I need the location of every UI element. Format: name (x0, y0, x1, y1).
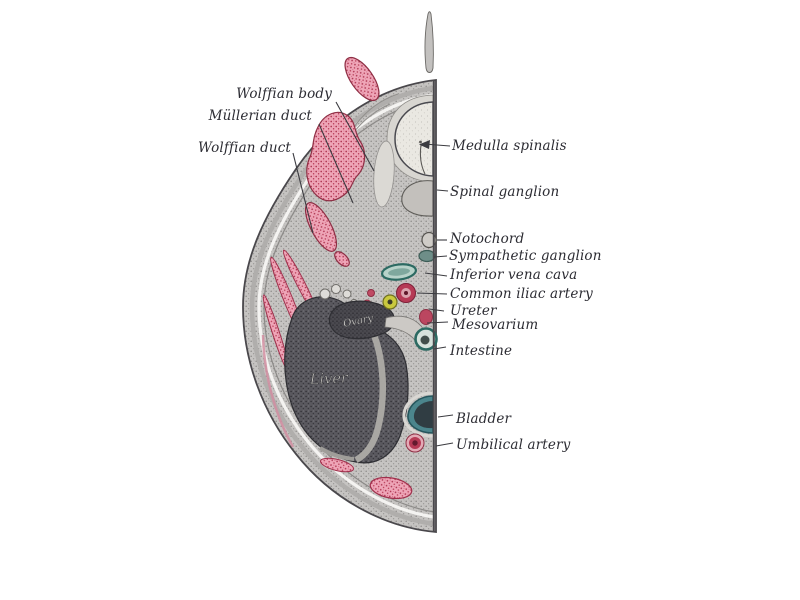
label-inferior-vena-cava: Inferior vena cava (450, 267, 578, 283)
medulla-spinalis-structure (386, 94, 434, 183)
ureter-structure (382, 294, 398, 310)
inferior-vena-cava-structure (381, 263, 417, 281)
label-sympathetic-ganglion: Sympathetic ganglion (449, 248, 602, 264)
liver-inline-label: Liver (309, 371, 350, 388)
label-common-iliac-artery: Common iliac artery (450, 286, 593, 302)
notochord-structure (421, 231, 437, 249)
label-bladder: Bladder (456, 411, 512, 427)
spinal-ganglion-structure (401, 180, 434, 217)
umbilical-artery-structure (405, 433, 425, 453)
sympathetic-ganglion-structure (418, 249, 436, 263)
coelom-band (373, 140, 395, 208)
common-iliac-artery-structure (396, 283, 416, 303)
dorsal-sliver (424, 11, 434, 73)
leader-lines (292, 101, 454, 447)
ovary-structure: Ovary (328, 300, 395, 340)
label-mesovarium: Mesovarium (452, 317, 539, 333)
label-mullerian-duct: Müllerian duct (208, 108, 312, 124)
label-spinal-ganglion: Spinal ganglion (450, 184, 560, 200)
label-umbilical-artery: Umbilical artery (456, 437, 571, 453)
label-intestine: Intestine (450, 343, 513, 359)
label-wolffian-body: Wolffian body (236, 86, 332, 102)
label-notochord: Notochord (450, 231, 525, 247)
medulla-arrowhead (419, 140, 430, 149)
bladder-structure (402, 391, 434, 438)
intestine-structure (414, 309, 438, 351)
label-wolffian-duct: Wolffian duct (197, 140, 291, 156)
label-medulla-spinalis: Medulla spinalis (452, 138, 567, 154)
label-ureter: Ureter (450, 303, 497, 319)
